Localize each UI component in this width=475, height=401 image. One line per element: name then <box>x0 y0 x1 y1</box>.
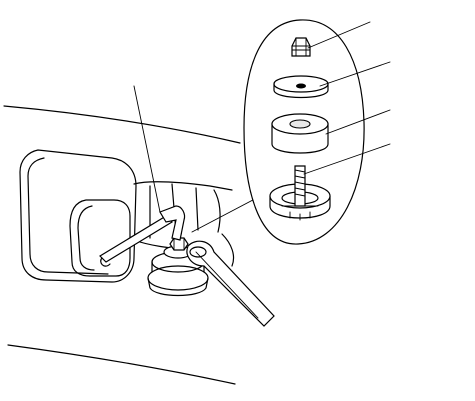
part-stud-base <box>269 165 331 221</box>
lower-contour-line <box>7 344 236 385</box>
leader-line-1 <box>307 21 371 49</box>
leader-line-hex-key <box>133 85 161 213</box>
part-upper-washer <box>273 75 329 99</box>
part-rubber-mount <box>271 113 329 154</box>
body-contour-line <box>3 105 241 144</box>
leader-line-4 <box>303 143 391 175</box>
hex-key <box>99 205 186 267</box>
leader-line-3 <box>325 109 391 135</box>
leader-line-2 <box>319 61 391 87</box>
cover-panel <box>19 149 137 283</box>
cover-handle-opening <box>69 199 131 277</box>
part-adjuster-nut <box>291 37 311 57</box>
wrench <box>186 240 275 327</box>
